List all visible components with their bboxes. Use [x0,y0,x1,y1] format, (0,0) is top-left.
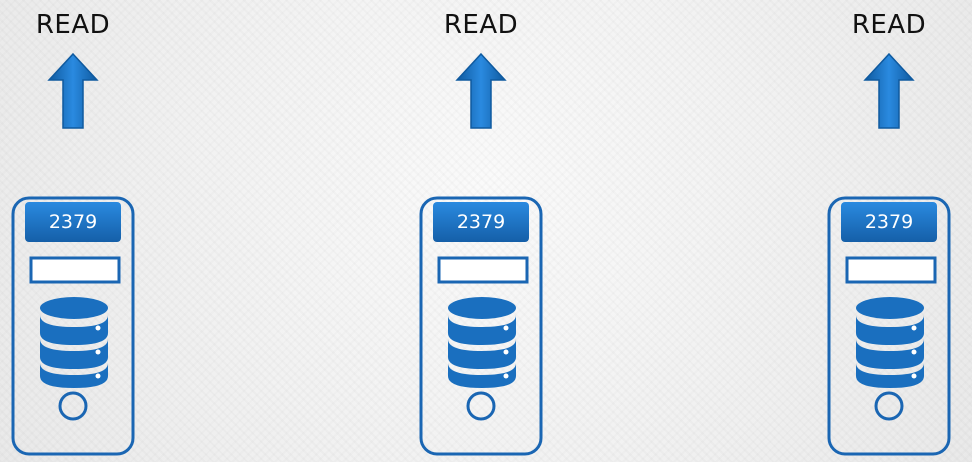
etcd-node-2: READ 2379 [411,0,551,462]
database-icon [856,297,924,388]
port-badge [433,202,529,242]
arrow-up-icon [47,52,99,129]
etcd-node-3: READ 2379 [819,0,959,462]
power-button-icon [874,391,904,421]
database-icon [448,297,516,388]
etcd-node-1: READ 2379 [3,0,143,462]
server-tower [827,196,951,456]
port-badge [25,202,121,242]
port-label: 2379 [48,211,98,233]
server-case [419,196,543,456]
server-tower [11,196,135,456]
drive-slot [845,256,937,284]
arrow-up-icon [863,52,915,129]
power-button-icon [466,391,496,421]
port-label: 2379 [456,211,506,233]
server-case [11,196,135,456]
read-label: READ [35,10,111,40]
database-icon [40,297,108,388]
drive-slot [29,256,121,284]
power-button-icon [58,391,88,421]
arrow-up-icon [455,52,507,129]
drive-slot [437,256,529,284]
server-case [827,196,951,456]
read-label: READ [443,10,519,40]
read-label: READ [851,10,927,40]
port-label: 2379 [864,211,914,233]
server-tower [419,196,543,456]
port-badge [841,202,937,242]
